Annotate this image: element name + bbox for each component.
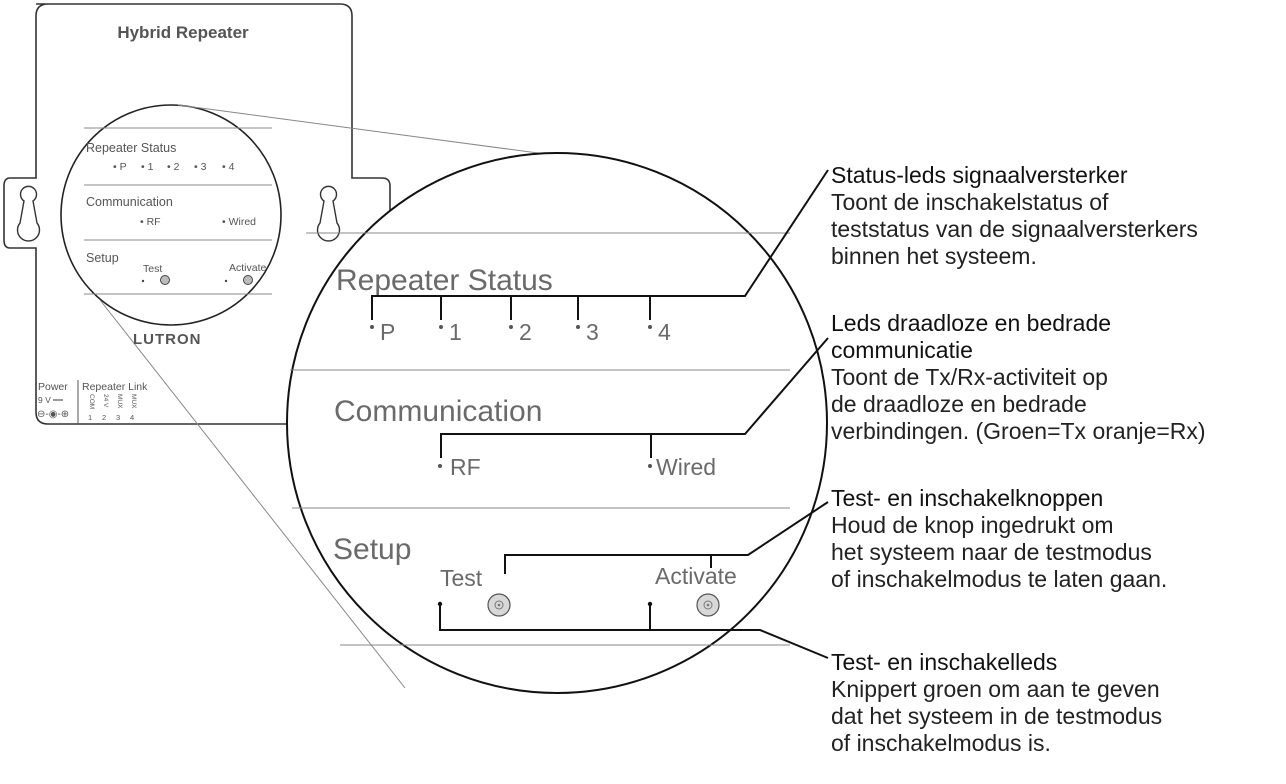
keyhole-right-icon [316,185,341,242]
leader-buttons [504,501,829,574]
small-status-led-label: • 4 [222,161,235,173]
small-magnifier-circle [60,104,282,326]
callout-buttons-line: of inschakelmodus te laten gaan. [831,566,1168,592]
zoom-comm-label: Communication [334,395,542,428]
small-status-led-label: • P [113,161,127,173]
power-polarity: ⊖-◉-⊕ [37,409,69,420]
small-test-button[interactable] [160,275,170,285]
zoom-setup-label: Setup [333,533,411,566]
callout-comm-title: Leds draadloze en bedrade [831,310,1112,336]
power-label: Power [38,381,68,393]
link-terminal-label: 24 V [102,394,109,408]
zoom-status-led-label: 1 [449,319,462,345]
small-wired-label: • Wired [222,216,256,228]
zoom-connector-top [177,104,591,161]
zoom-status-leds: P 1 2 3 4 [370,319,671,345]
zoom-rf-led [438,464,442,468]
power-voltage: 9 V [38,395,51,405]
callout-comm-title: communicatie [831,337,973,363]
zoom-test-led [437,601,443,607]
zoom-dividers [290,232,790,646]
zoom-status-led [370,325,374,329]
callout-status-leds: Status-leds signaalversterker Toont de i… [831,162,1281,270]
callout-comm-line: de draadloze en bedrade [831,391,1087,417]
zoom-status-led [648,325,652,329]
zoom-test-label: Test [440,565,483,591]
link-terminal-number: 2 [102,413,106,422]
callout-status-line: binnen het systeem. [831,243,1037,269]
small-status-label: Repeater Status [86,141,176,155]
device-title: Hybrid Repeater [117,23,249,42]
callout-buttons-line: het systeem naar de testmodus [831,539,1152,565]
callout-buttons-line: Houd de knop ingedrukt om [831,512,1114,538]
callout-leds-line: Knippert groen om aan te geven [831,676,1160,702]
link-terminals: COM 24 V MUX MUX 1 2 3 4 [88,394,137,422]
zoom-activate-led [647,601,653,607]
small-status-led-label: • 1 [141,161,154,173]
brand-logo: LUTRON [133,331,202,348]
small-test-label: Test [143,263,162,275]
device-body [3,3,391,425]
zoom-status-label: Repeater Status [336,264,553,297]
zoom-activate-button[interactable] [696,593,720,617]
small-status-led-label: • 2 [167,161,180,173]
leader-communication [440,337,829,458]
callout-comm-line: Toont de Tx/Rx-activiteit op [831,364,1108,390]
small-activate-led [224,279,228,283]
small-status-leds: • P • 1 • 2 • 3 • 4 [113,161,235,173]
zoom-status-led-label: 4 [658,319,671,345]
zoom-status-led-label: P [380,319,395,345]
zoom-status-led [576,325,580,329]
small-comm-label: Communication [86,195,173,209]
small-activate-label: Activate [229,262,267,274]
callout-leds-line: of inschakelmodus is. [831,730,1051,756]
callout-leds-title: Test- en inschakelleds [831,649,1058,675]
leader-status [371,169,829,320]
zoom-activate-label: Activate [655,563,737,589]
callout-status-line: Toont de inschakelstatus of [831,189,1109,215]
callout-status-title: Status-leds signaalversterker [831,162,1128,188]
callout-communication-leds: Leds draadloze en bedrade communicatie T… [831,310,1281,445]
small-status-led-label: • 3 [194,161,207,173]
link-terminal-number: 3 [116,413,120,422]
zoom-circle [286,152,828,694]
zoom-status-led [509,325,513,329]
callout-status-line: teststatus van de signaalversterkers [831,216,1198,242]
zoom-status-led-label: 3 [586,319,599,345]
small-test-led [141,279,145,283]
zoom-rf-label: RF [450,454,481,480]
keyhole-left-icon [16,185,41,242]
zoom-status-led-label: 2 [519,319,532,345]
link-terminal-label: MUX [130,394,137,409]
small-rf-label: • RF [140,216,161,228]
zoom-connector-bottom [99,299,406,689]
small-setup-label: Setup [86,251,119,265]
link-terminal-number: 1 [88,413,92,422]
zoom-test-button[interactable] [487,593,511,617]
zoom-wired-label: Wired [656,454,716,480]
small-activate-button[interactable] [243,275,253,285]
callout-buttons: Test- en inschakelknoppen Houd de knop i… [831,485,1281,593]
link-terminal-label: MUX [116,394,123,409]
link-label: Repeater Link [82,381,148,393]
link-terminal-number: 4 [130,413,134,422]
callout-comm-line: verbindingen. (Groen=Tx oranje=Rx) [831,418,1206,444]
callout-leds-line: dat het systeem in de testmodus [831,703,1163,729]
zoom-wired-led [648,464,652,468]
callout-test-leds: Test- en inschakelleds Knippert groen om… [831,649,1281,757]
zoom-status-led [439,325,443,329]
leader-leds [439,605,829,659]
link-terminal-label: COM [88,394,95,409]
callout-buttons-title: Test- en inschakelknoppen [831,485,1104,511]
